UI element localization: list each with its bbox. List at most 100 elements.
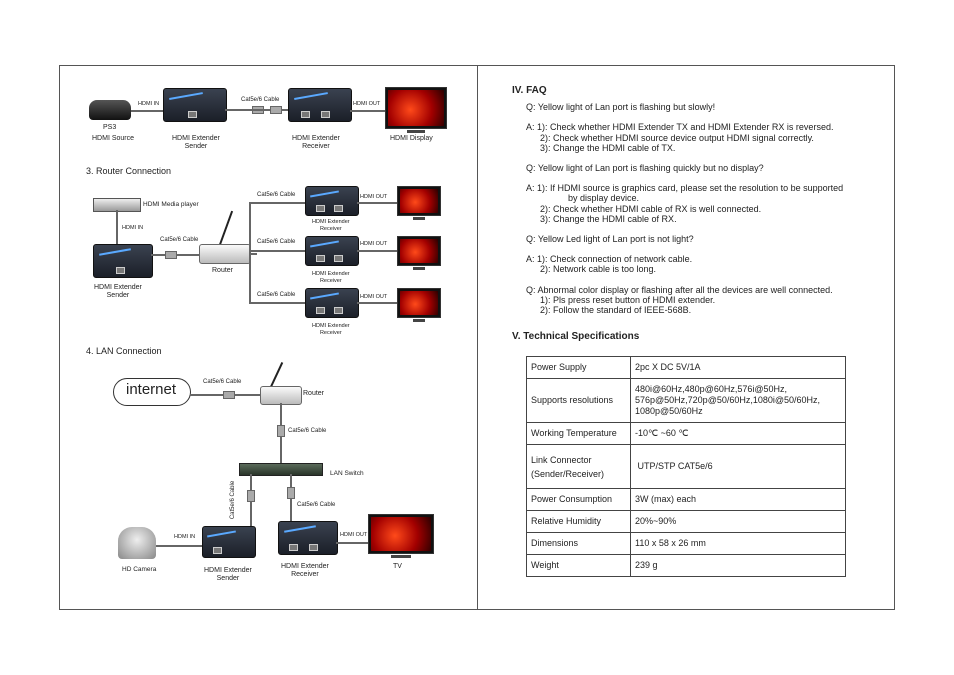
receiver-label: HDMI Extender Receiver xyxy=(292,135,340,150)
spec-key: Working Temperature xyxy=(526,422,631,445)
spec-key: Supports resolutions xyxy=(526,378,631,423)
lan-section-title: 4. LAN Connection xyxy=(86,346,162,356)
faq-answer-line: 3): Change the HDMI cable of RX. xyxy=(540,213,677,224)
branch-2-display-icon xyxy=(397,236,441,270)
branch-2-cable-label: Cat5e/6 Cable xyxy=(257,239,296,245)
ps3-console-icon xyxy=(89,100,131,120)
faq-answer-line: A: 1): If HDMI source is graphics card, … xyxy=(526,183,844,194)
sender-label: HDMI Extender Sender xyxy=(172,135,220,150)
branch-3-hdmi-out-label: HDMI OUT xyxy=(360,294,388,300)
branch-3-hdmi-line xyxy=(357,302,397,304)
rj45-plug-icon xyxy=(165,251,177,259)
faq-answer-line: A: 1): Check connection of network cable… xyxy=(526,254,693,265)
spec-value: 3W (max) each xyxy=(630,488,846,511)
player-hdmi-line xyxy=(116,210,118,244)
lan-cable-3-label: Cat5e/6 Cable xyxy=(230,480,237,520)
hdmi-out-label: HDMI OUT xyxy=(353,101,381,107)
page-divider xyxy=(477,65,478,610)
lan-tv-icon xyxy=(368,514,434,558)
spec-value: 239 g xyxy=(630,554,846,577)
branch-1-receiver-icon xyxy=(305,186,359,216)
media-player-label: HDMI Media player xyxy=(143,201,199,208)
rj45-plug-icon xyxy=(270,106,282,114)
faq-question-3: Q: Yellow Led light of Lan port is not l… xyxy=(526,234,694,245)
branch-1-line xyxy=(249,202,305,204)
rj45-plug-icon xyxy=(247,490,255,502)
rj45-plug-icon xyxy=(223,391,235,399)
lan-switch-icon xyxy=(239,463,323,476)
spec-key: Power Consumption xyxy=(526,488,631,511)
faq-answer-1: A: 1): Check whether HDMI Extender TX an… xyxy=(526,122,882,153)
branch-2-receiver-label: HDMI Extender Receiver xyxy=(312,271,350,284)
branch-2-hdmi-line xyxy=(357,250,397,252)
branch-1-hdmi-out-label: HDMI OUT xyxy=(360,194,388,200)
hd-camera-icon xyxy=(118,527,156,559)
router-hdmi-in-label: HDMI IN xyxy=(122,225,144,231)
lan-switch-label: LAN Switch xyxy=(330,470,364,477)
branch-1-cable-label: Cat5e/6 Cable xyxy=(257,192,296,198)
faq-answer-line: 1): Pls press reset button of HDMI exten… xyxy=(540,294,716,305)
lan-hdmi-extender-sender-icon xyxy=(202,526,256,558)
faq-question-1: Q: Yellow light of Lan port is flashing … xyxy=(526,102,716,113)
lan-cable-1-label: Cat5e/6 Cable xyxy=(203,379,242,385)
spec-key: Weight xyxy=(526,554,631,577)
table-row: Power Consumption 3W (max) each xyxy=(526,488,846,511)
branch-2-line xyxy=(249,250,305,252)
faq-answer-line: 2): Check whether HDMI cable of RX is we… xyxy=(540,203,762,214)
rj45-plug-icon xyxy=(287,487,295,499)
rj45-plug-icon xyxy=(277,425,285,437)
faq-question-2: Q: Yellow light of Lan port is flashing … xyxy=(526,163,764,174)
lan-receiver-label: HDMI Extender Receiver xyxy=(281,563,329,578)
cat5-cable-line xyxy=(225,109,289,111)
branch-1-receiver-label: HDMI Extender Receiver xyxy=(312,219,350,232)
hd-camera-label: HD Camera xyxy=(122,566,157,573)
spec-value: -10℃ ~60 ℃ xyxy=(630,422,846,445)
table-row: Working Temperature -10℃ ~60 ℃ xyxy=(526,422,846,445)
lan-hdmi-out-label: HDMI OUT xyxy=(340,532,368,538)
lan-cable-4-label: Cat5e/6 Cable xyxy=(297,502,336,508)
router-label: Router xyxy=(212,267,234,274)
camera-sender-line xyxy=(156,545,202,547)
specs-table: Power Supply 2pc X DC 5V/1A Supports res… xyxy=(526,356,846,577)
lan-router-label: Router xyxy=(303,390,325,397)
spec-value: 2pc X DC 5V/1A xyxy=(630,356,846,379)
faq-answer-line: by display device. xyxy=(568,193,640,204)
spec-key: Dimensions xyxy=(526,532,631,555)
ps3-label: PS3 xyxy=(103,124,117,131)
table-row: Dimensions 110 x 58 x 26 mm xyxy=(526,532,846,555)
spec-key: Link Connector (Sender/Receiver) xyxy=(526,444,631,489)
faq-answer-line: 2): Network cable is too long. xyxy=(540,264,657,275)
faq-title: IV. FAQ xyxy=(512,85,547,96)
branch-3-line xyxy=(249,302,305,304)
table-row: Link Connector (Sender/Receiver) UTP/STP… xyxy=(526,444,846,489)
faq-section: IV. FAQ Q: Yellow light of Lan port is f… xyxy=(512,85,882,316)
hdmi-source-label: HDMI Source xyxy=(92,135,135,142)
hdmi-extender-receiver-icon xyxy=(288,88,352,122)
router-sender-label: HDMI Extender Sender xyxy=(94,284,142,299)
branch-2-hdmi-out-label: HDMI OUT xyxy=(360,241,388,247)
lan-hdmi-in-label: HDMI IN xyxy=(174,534,196,540)
faq-answer-line: A: 1): Check whether HDMI Extender TX an… xyxy=(526,122,834,133)
faq-answer-line: 2): Follow the standard of IEEE-568B. xyxy=(540,305,692,316)
internet-cloud-icon xyxy=(113,378,191,406)
branch-1-hdmi-line xyxy=(357,202,397,204)
branch-3-receiver-label: HDMI Extender Receiver xyxy=(312,323,350,336)
lan-tv-label: TV xyxy=(393,563,402,570)
faq-question-4: Q: Abnormal color display or flashing af… xyxy=(526,284,833,295)
faq-answer-2: A: 1): If HDMI source is graphics card, … xyxy=(526,183,882,224)
spec-value: 110 x 58 x 26 mm xyxy=(630,532,846,555)
router-out-line xyxy=(249,253,257,255)
hdmi-cable-line xyxy=(131,110,165,112)
router-icon xyxy=(199,244,251,264)
switch-sender-line xyxy=(250,474,252,538)
router-section-title: 3. Router Connection xyxy=(86,166,172,176)
hdmi-out-cable-line xyxy=(350,110,386,112)
specs-title: V. Technical Specifications xyxy=(512,331,640,342)
table-row: Weight 239 g xyxy=(526,554,846,577)
router-cable-label: Cat5e/6 Cable xyxy=(160,237,199,243)
hdmi-in-label: HDMI IN xyxy=(138,101,160,107)
faq-answer-line: 2): Check whether HDMI source device out… xyxy=(540,132,814,143)
faq-answer-line: 3): Change the HDMI cable of TX. xyxy=(540,142,676,153)
spec-key: Power Supply xyxy=(526,356,631,379)
faq-answer-3: A: 1): Check connection of network cable… xyxy=(526,254,882,274)
